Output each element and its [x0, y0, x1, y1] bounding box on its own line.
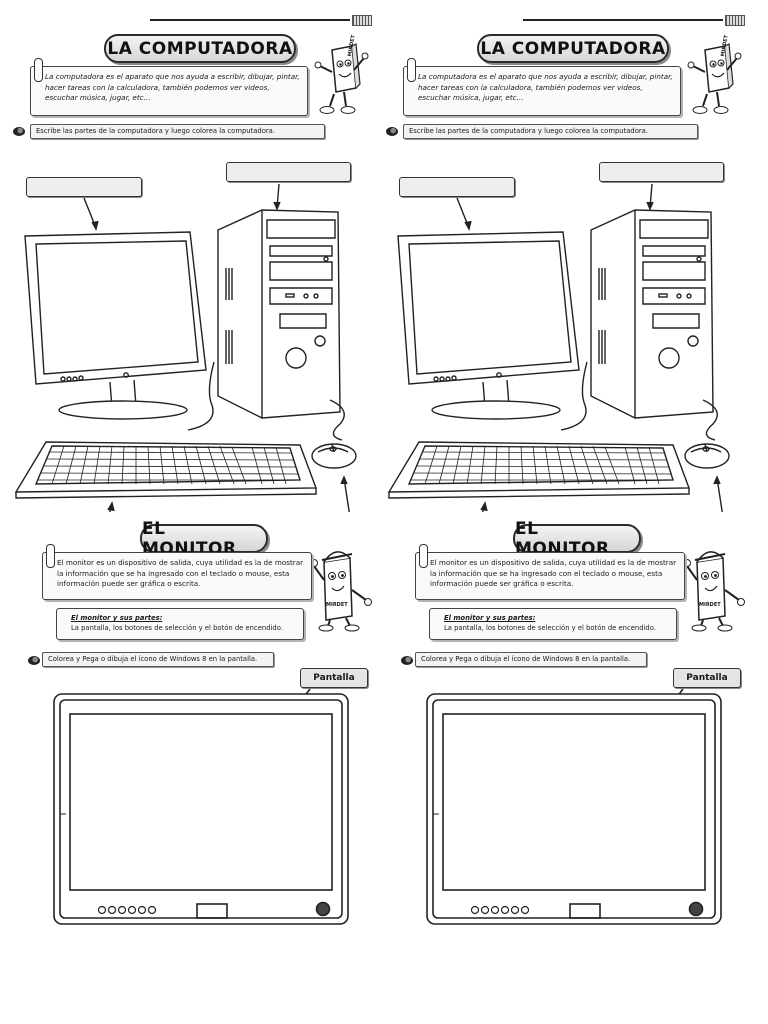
computer-illustration: [387, 183, 730, 512]
paperclip-icon: [407, 58, 416, 82]
worksheet-title-text: LA COMPUTADORA: [480, 38, 666, 59]
computer-worksheet: LA COMPUTADORA MIRDET La computadora es …: [384, 0, 757, 512]
parts-text: La pantalla, los botones de selección y …: [71, 624, 283, 632]
intro-text: La computadora es el aparato que nos ayu…: [45, 72, 300, 102]
intro-box: El monitor es un dispositivo de salida, …: [415, 552, 685, 600]
parts-text: La pantalla, los botones de selección y …: [444, 624, 656, 632]
bullet-icon: [386, 127, 398, 136]
monitor-worksheet: EL MONITOR MIRDET El monitor es un dispo…: [384, 512, 757, 1024]
parts-heading: El monitor y sus partes:: [71, 614, 163, 622]
publisher-logo: [725, 15, 745, 26]
computer-worksheet-right: LA COMPUTADORA MIRDET La computadora es …: [384, 0, 768, 512]
instruction-text: Colorea y Pega o dibuja el ícono de Wind…: [421, 655, 631, 663]
pencil-mascot-icon: [310, 551, 372, 632]
bullet-icon: [28, 656, 40, 665]
mascot-label: MIRDET: [699, 602, 721, 608]
instruction-text: Escribe las partes de la computadora y l…: [36, 127, 275, 135]
parts-heading: El monitor y sus partes:: [444, 614, 536, 622]
intro-box: El monitor es un dispositivo de salida, …: [42, 552, 312, 600]
monitor-illustration: [426, 688, 722, 925]
monitor-illustration: [53, 688, 349, 925]
worksheet-title-text: LA COMPUTADORA: [107, 38, 293, 59]
instruction-text: Escribe las partes de la computadora y l…: [409, 127, 648, 135]
label-box-cpu[interactable]: [599, 162, 724, 182]
intro-box: La computadora es el aparato que nos ayu…: [403, 66, 681, 116]
computer-illustration: [14, 183, 357, 512]
header-rule: [523, 19, 723, 21]
pantalla-label-text: Pantalla: [686, 673, 728, 683]
pencil-mascot-icon: [314, 43, 369, 114]
mascot-label: MIRDET: [326, 602, 348, 608]
computer-worksheet: LA COMPUTADORA MIRDET La computadora es …: [0, 0, 384, 512]
intro-box: La computadora es el aparato que nos ayu…: [30, 66, 308, 116]
parts-box: El monitor y sus partes: La pantalla, lo…: [56, 608, 304, 640]
pantalla-label: Pantalla: [300, 668, 368, 688]
instruction-box: Escribe las partes de la computadora y l…: [403, 124, 698, 139]
intro-text: La computadora es el aparato que nos ayu…: [418, 72, 673, 102]
pantalla-label-text: Pantalla: [313, 673, 355, 683]
label-box-cpu[interactable]: [226, 162, 351, 182]
intro-text: El monitor es un dispositivo de salida, …: [430, 558, 677, 588]
monitor-worksheet: EL MONITOR MIRDET El monitor es un dispo…: [0, 512, 384, 1024]
label-box-monitor[interactable]: [26, 177, 142, 197]
monitor-worksheet-left: EL MONITOR MIRDET El monitor es un dispo…: [0, 512, 384, 1024]
parts-box: El monitor y sus partes: La pantalla, lo…: [429, 608, 677, 640]
header-rule: [150, 19, 350, 21]
pantalla-label: Pantalla: [673, 668, 741, 688]
worksheet-title: LA COMPUTADORA: [477, 34, 669, 63]
paperclip-icon: [46, 544, 55, 568]
publisher-logo: [352, 15, 372, 26]
pencil-mascot-icon: [683, 551, 745, 632]
bullet-icon: [401, 656, 413, 665]
instruction-text: Colorea y Pega o dibuja el ícono de Wind…: [48, 655, 258, 663]
instruction-box: Colorea y Pega o dibuja el ícono de Wind…: [415, 652, 647, 667]
monitor-worksheet-right: EL MONITOR MIRDET El monitor es un dispo…: [384, 512, 768, 1024]
computer-worksheet-left: LA COMPUTADORA MIRDET La computadora es …: [0, 0, 384, 512]
worksheet-title: LA COMPUTADORA: [104, 34, 296, 63]
instruction-box: Escribe las partes de la computadora y l…: [30, 124, 325, 139]
paperclip-icon: [419, 544, 428, 568]
bullet-icon: [13, 127, 25, 136]
pencil-mascot-icon: [687, 43, 742, 114]
intro-text: El monitor es un dispositivo de salida, …: [57, 558, 304, 588]
label-box-monitor[interactable]: [399, 177, 515, 197]
paperclip-icon: [34, 58, 43, 82]
instruction-box: Colorea y Pega o dibuja el ícono de Wind…: [42, 652, 274, 667]
